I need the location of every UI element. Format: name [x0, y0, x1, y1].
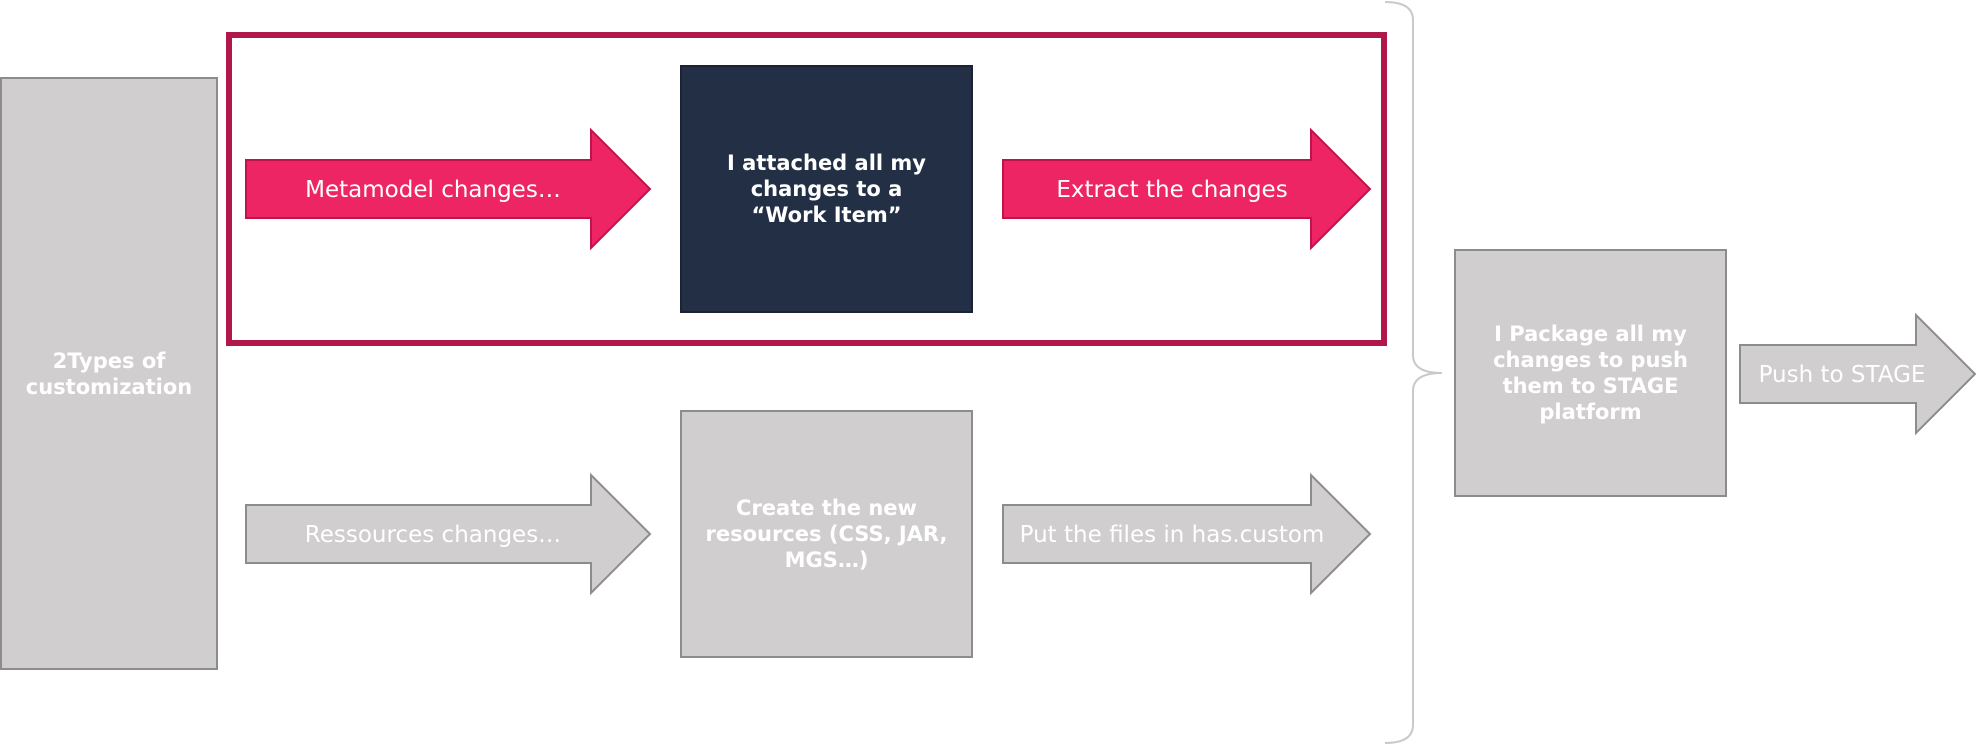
- customization-types-label: 2Types of customization: [25, 348, 193, 399]
- highlight-frame: [226, 32, 1387, 346]
- has-custom-arrow: [1002, 472, 1372, 596]
- push-to-stage-arrow: [1739, 312, 1976, 436]
- grouping-brace: [1384, 1, 1443, 744]
- new-resources-box: Create the new resources (CSS, JAR, MGS……: [680, 410, 973, 658]
- push-to-stage-label: Push to STAGE: [1758, 362, 1926, 388]
- metamodel-changes-arrow: [245, 127, 652, 251]
- extract-changes-label: Extract the changes: [1056, 177, 1288, 203]
- ressources-changes-label: Ressources changes…: [304, 522, 562, 548]
- new-resources-label: Create the new resources (CSS, JAR, MGS……: [705, 496, 948, 572]
- package-changes-box: I Package all my changes to push them to…: [1454, 249, 1727, 497]
- work-item-box: I attached all my changes to a “Work Ite…: [680, 65, 973, 313]
- metamodel-changes-label: Metamodel changes…: [305, 177, 561, 203]
- ressources-changes-arrow: [245, 472, 652, 596]
- customization-types-box: 2Types of customization: [0, 77, 218, 670]
- extract-changes-arrow: [1002, 127, 1372, 251]
- package-changes-label: I Package all my changes to push them to…: [1493, 322, 1688, 424]
- work-item-label: I attached all my changes to a “Work Ite…: [727, 151, 926, 227]
- has-custom-label: Put the files in has.custom: [1019, 522, 1325, 548]
